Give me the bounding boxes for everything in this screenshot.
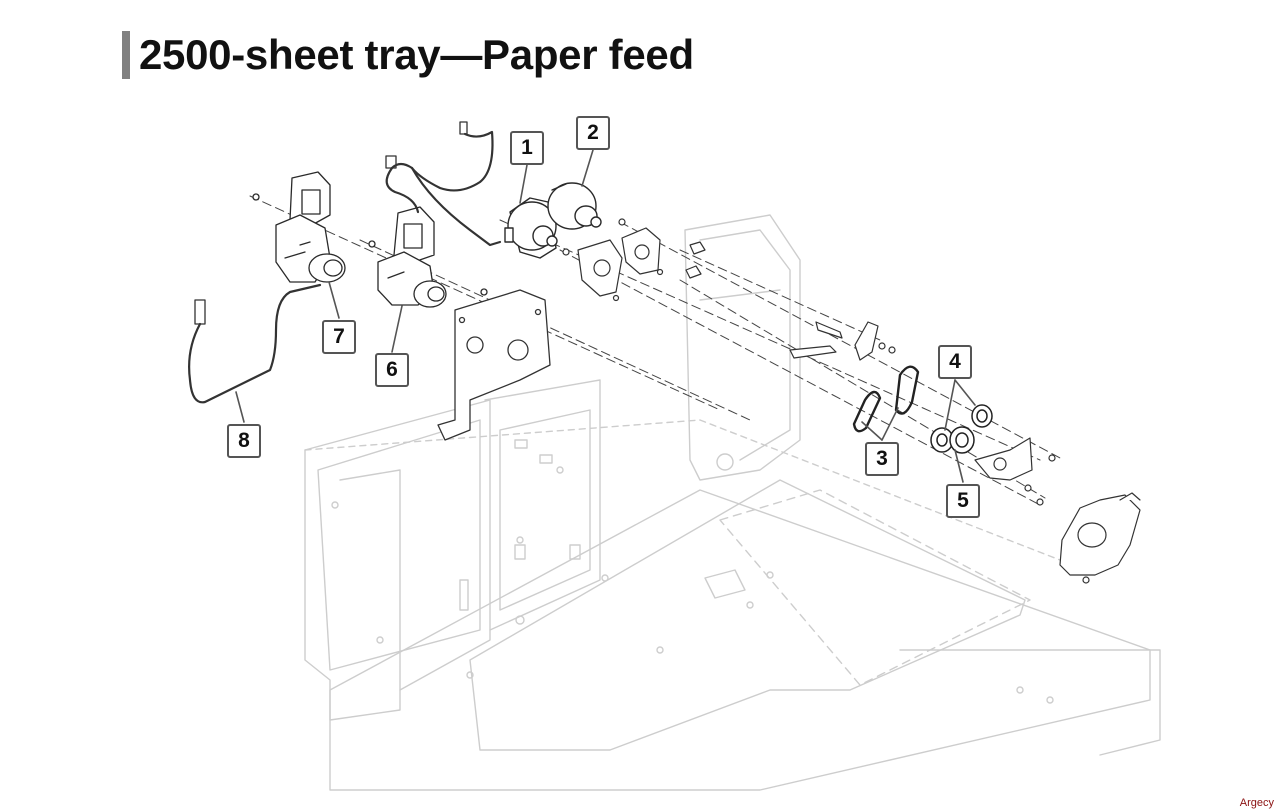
callout-2: 2 — [576, 116, 610, 150]
motor-assembly-6 — [368, 206, 488, 308]
callout-5: 5 — [946, 484, 980, 518]
callout-4: 4 — [938, 345, 972, 379]
callout-6: 6 — [375, 353, 409, 387]
pulleys-4-5 — [930, 404, 993, 454]
timing-belts-3 — [852, 365, 920, 433]
callout-7: 7 — [322, 320, 356, 354]
bracket-plate — [437, 289, 551, 441]
motor-brackets — [562, 218, 664, 302]
watermark: Argecy — [1239, 797, 1274, 809]
drive-shafts — [685, 241, 896, 361]
side-bracket — [974, 437, 1056, 506]
motor-harness — [385, 121, 502, 247]
title-accent-bar — [122, 31, 130, 79]
callout-3: 3 — [865, 442, 899, 476]
callout-8: 8 — [227, 424, 261, 458]
page-title: 2500-sheet tray—Paper feed — [139, 31, 694, 78]
leader-lines — [235, 149, 976, 483]
sensor-cable-8 — [188, 283, 322, 404]
tray-frame — [304, 214, 1161, 791]
gear-housing — [1059, 492, 1141, 584]
callout-1: 1 — [510, 131, 544, 165]
motor-assembly-7 — [252, 171, 346, 283]
feed-motor-1 — [504, 197, 558, 259]
feed-motor-2 — [547, 182, 602, 230]
